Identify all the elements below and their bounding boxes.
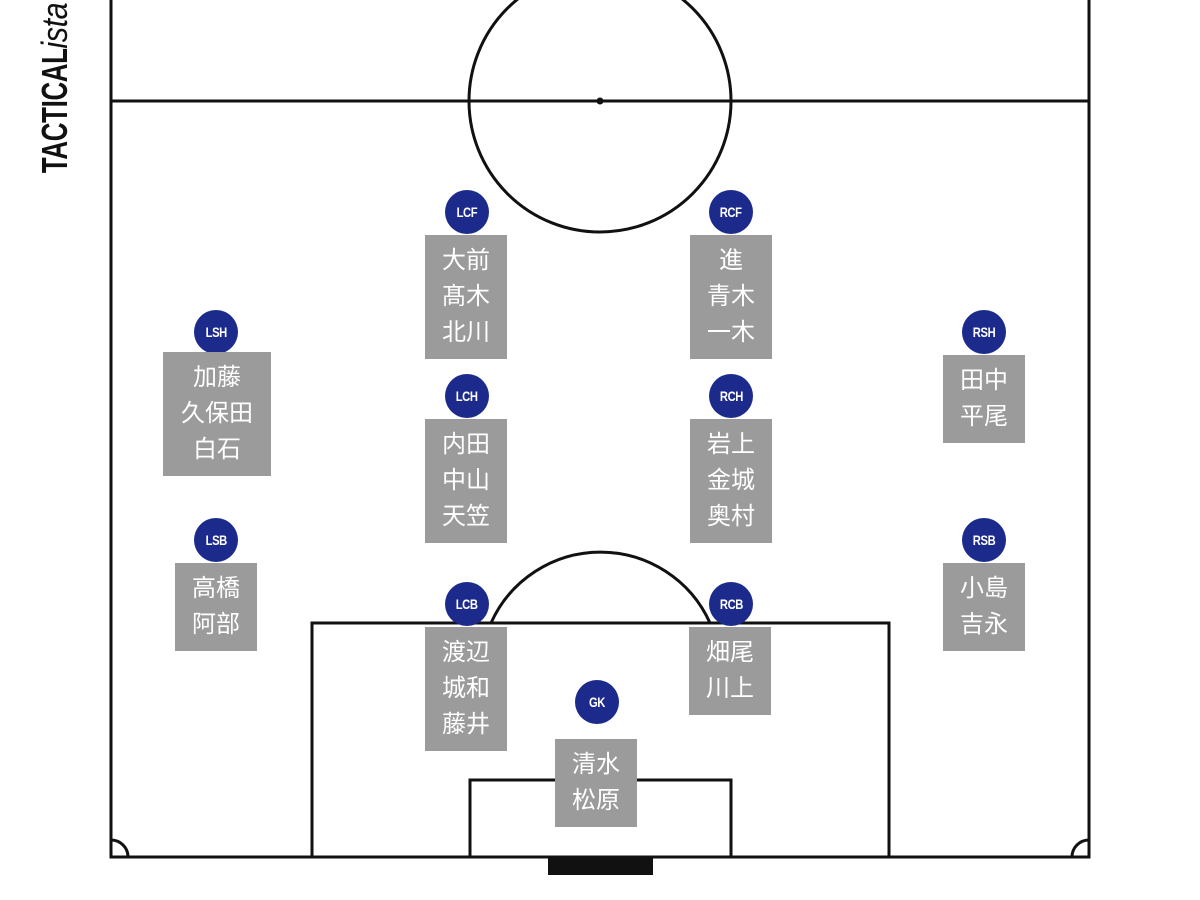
player-name: 小島	[960, 574, 1008, 602]
player-name: 髙木	[442, 282, 490, 310]
position-badge-gk: GK	[575, 680, 619, 724]
player-card-lcf: 大前 髙木 北川	[425, 235, 507, 359]
player-name: 川上	[706, 674, 754, 702]
corner-arc-left	[110, 838, 130, 858]
player-name: 加藤	[193, 363, 241, 391]
brand-logo-part2: ista	[34, 2, 75, 49]
player-card-lsb: 高橋 阿部	[175, 563, 257, 651]
position-badge-lcb: LCB	[445, 582, 489, 626]
position-badge-rch: RCH	[709, 374, 753, 418]
player-name: 白石	[193, 435, 241, 463]
player-name: 久保田	[181, 399, 253, 427]
goal	[548, 857, 653, 875]
player-name: 奥村	[707, 502, 755, 530]
player-card-rsh: 田中 平尾	[943, 355, 1025, 443]
player-name: 中山	[442, 466, 490, 494]
player-card-lsh: 加藤 久保田 白石	[163, 352, 271, 476]
player-name: 北川	[442, 318, 490, 346]
player-card-gk: 清水 松原	[555, 739, 637, 827]
player-name: 一木	[707, 318, 755, 346]
player-name: 松原	[572, 786, 620, 814]
player-name: 大前	[442, 246, 490, 274]
brand-logo-part1: TACTICAL	[34, 48, 75, 174]
center-circle	[467, 0, 733, 234]
player-name: 進	[719, 246, 743, 274]
player-name: 城和	[442, 674, 490, 702]
position-badge-rcf: RCF	[709, 190, 753, 234]
player-name: 吉永	[960, 610, 1008, 638]
player-name: 田中	[960, 366, 1008, 394]
penalty-arc	[489, 550, 712, 624]
position-badge-rsh: RSH	[962, 310, 1006, 354]
player-card-rsb: 小島 吉永	[943, 563, 1025, 651]
position-badge-lcf: LCF	[445, 190, 489, 234]
player-name: 畑尾	[706, 638, 754, 666]
corner-arc-right	[1070, 838, 1090, 858]
player-card-lch: 内田 中山 天笠	[425, 419, 507, 543]
player-name: 青木	[707, 282, 755, 310]
center-spot	[596, 97, 604, 105]
position-badge-lsh: LSH	[194, 310, 238, 354]
player-name: 藤井	[442, 710, 490, 738]
player-name: 清水	[572, 750, 620, 778]
player-name: 平尾	[960, 402, 1008, 430]
position-badge-lch: LCH	[445, 374, 489, 418]
position-badge-rcb: RCB	[709, 582, 753, 626]
player-card-rcf: 進 青木 一木	[690, 235, 772, 359]
player-name: 阿部	[192, 610, 240, 638]
position-badge-lsb: LSB	[194, 518, 238, 562]
brand-logo: TACTICALista	[34, 0, 75, 222]
player-name: 天笠	[442, 502, 490, 530]
player-name: 渡辺	[442, 638, 490, 666]
player-card-lcb: 渡辺 城和 藤井	[425, 627, 507, 751]
player-name: 高橋	[192, 574, 240, 602]
player-name: 内田	[442, 430, 490, 458]
player-name: 金城	[707, 466, 755, 494]
player-card-rcb: 畑尾 川上	[689, 627, 771, 715]
player-name: 岩上	[707, 430, 755, 458]
player-card-rch: 岩上 金城 奥村	[690, 419, 772, 543]
position-badge-rsb: RSB	[962, 518, 1006, 562]
